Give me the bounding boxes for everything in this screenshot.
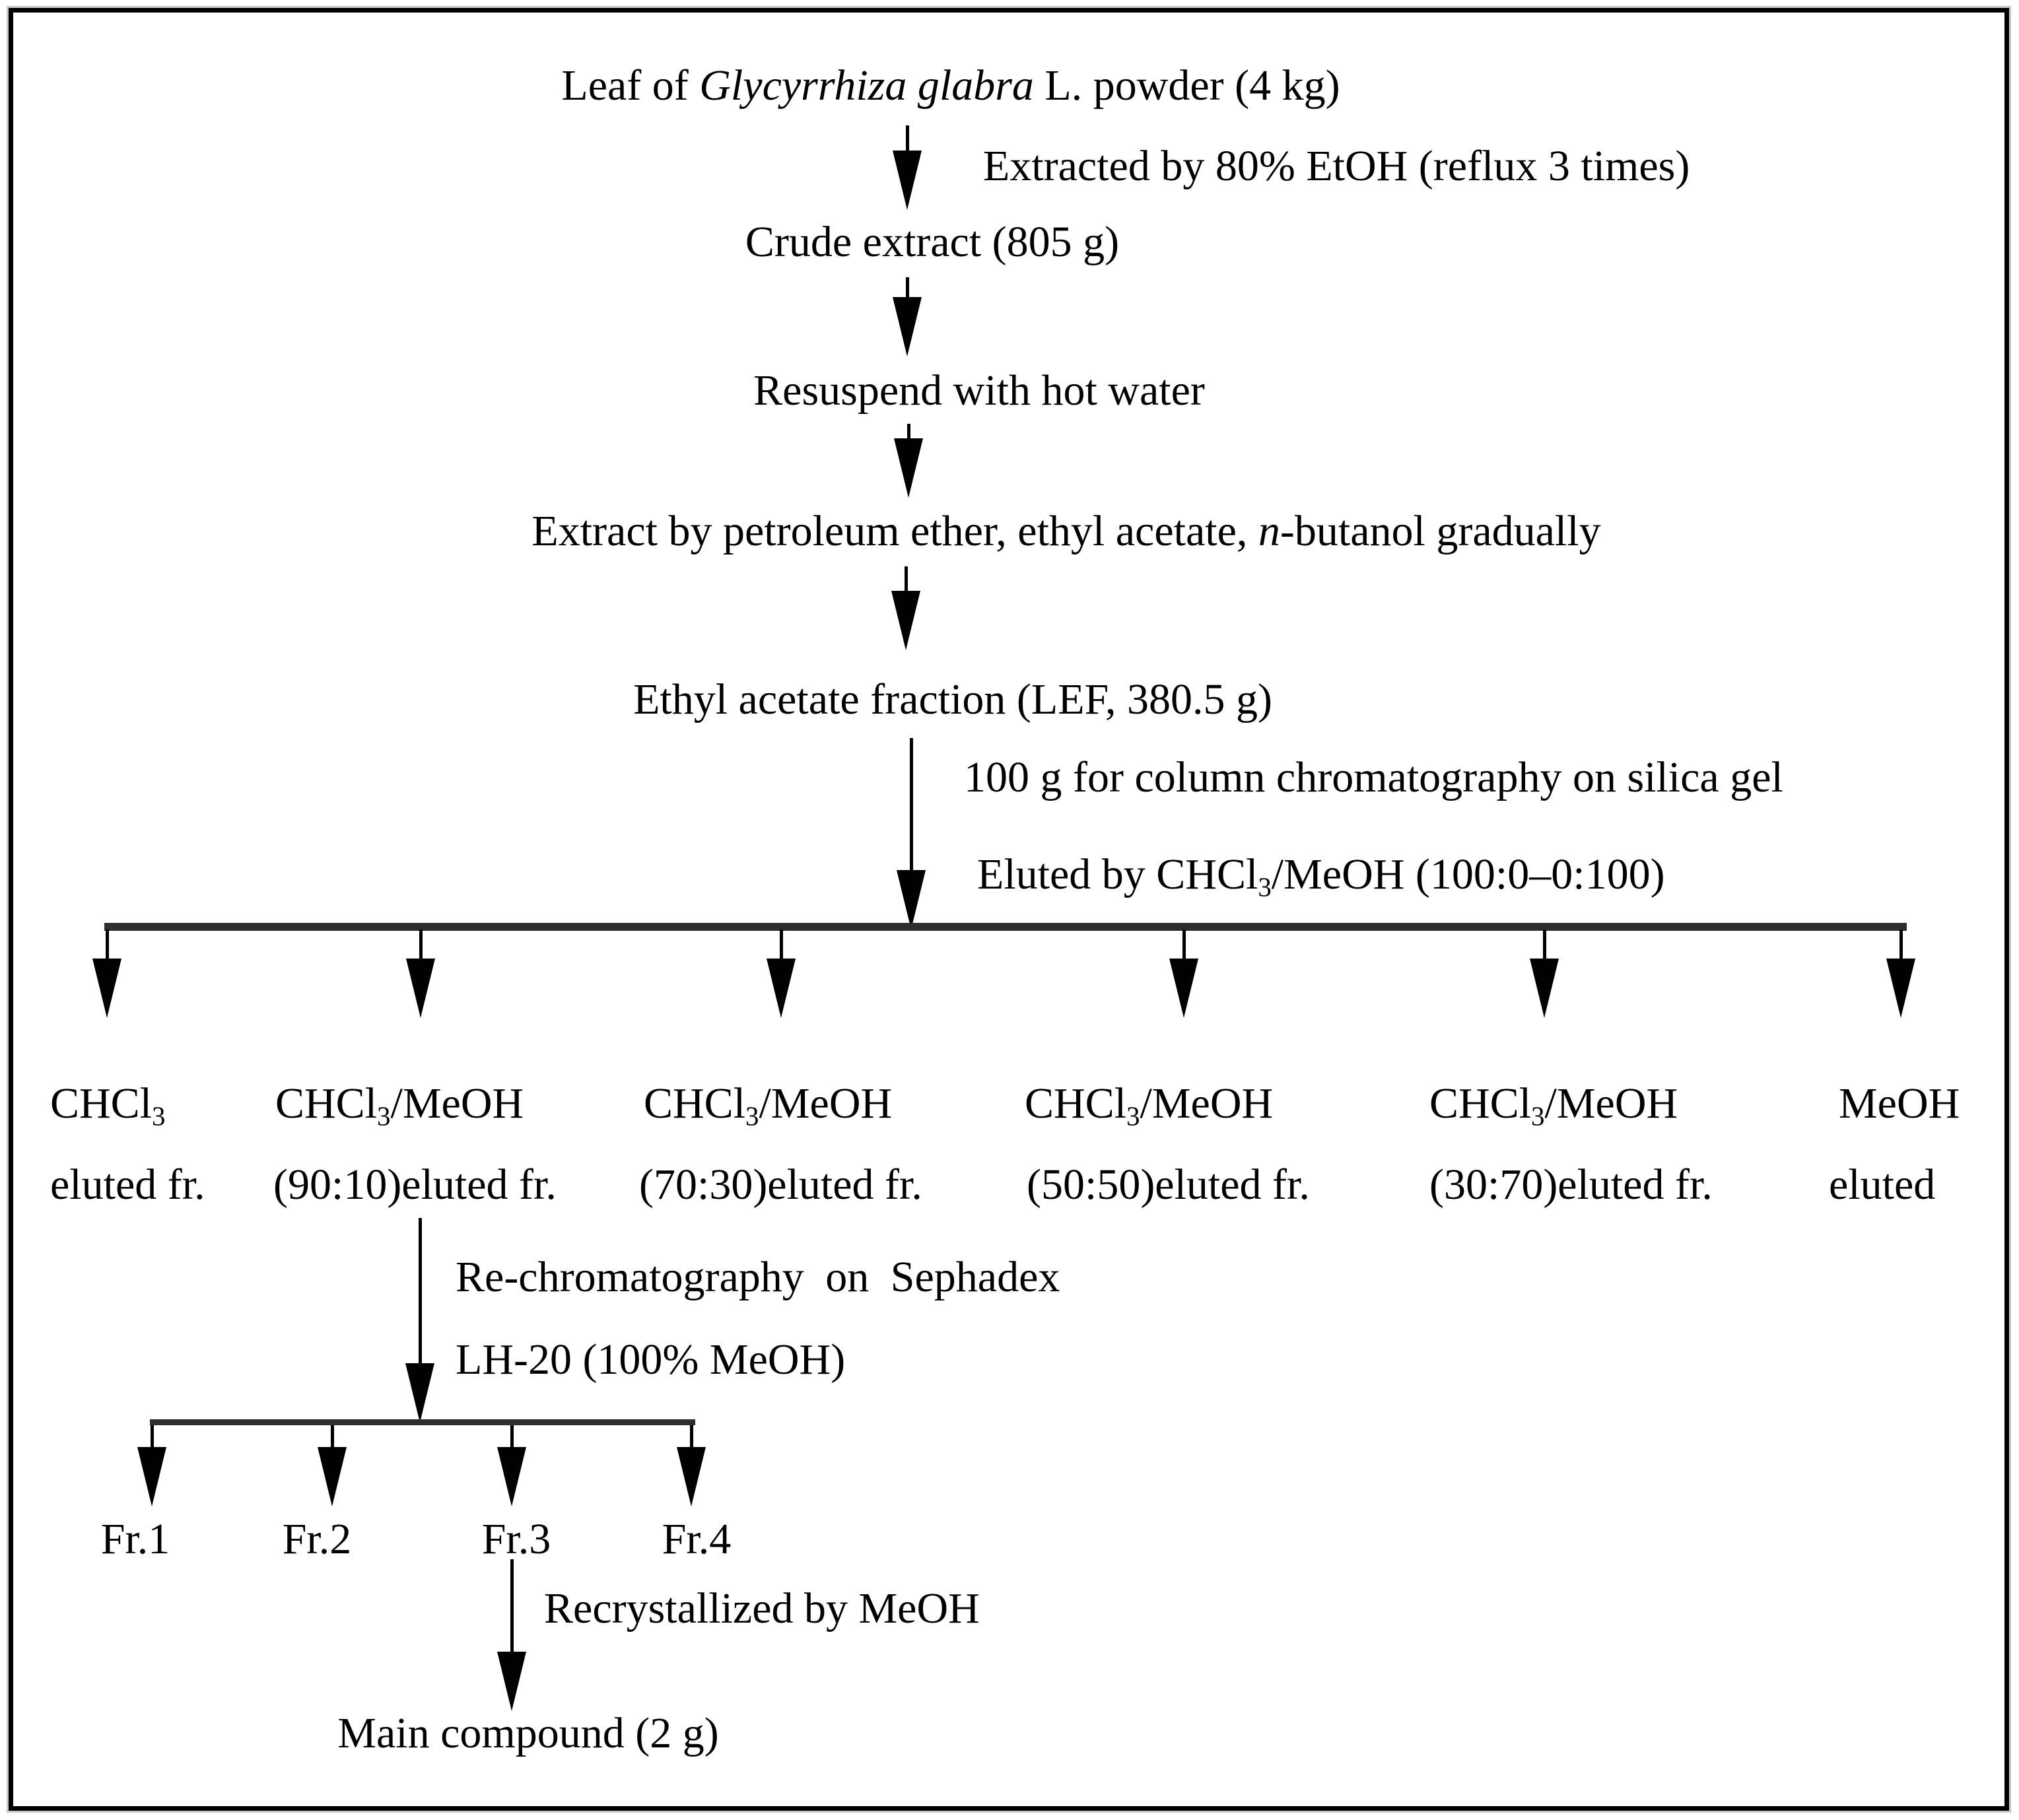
fraction-4-solvent-pre: CHCl [1025, 1079, 1127, 1128]
fraction-6-solvent: MeOH [1839, 1082, 1960, 1130]
arrow-shaft [1543, 929, 1546, 964]
branch-line-1 [104, 923, 1907, 931]
flow-title-species: Glycyrrhiza glabra [699, 61, 1034, 110]
fraction-6-solvent-pre: MeOH [1839, 1079, 1960, 1128]
fraction-2-solvent-sub: 3 [377, 1101, 391, 1131]
fraction-5-solvent-sub: 3 [1531, 1101, 1545, 1131]
arrow-shaft [780, 929, 783, 964]
fraction-5-solvent: CHCl3/MeOH [1429, 1082, 1678, 1130]
fraction-3-solvent-pre: CHCl [644, 1079, 746, 1128]
arrow-head-icon [897, 870, 926, 929]
fraction-3-solvent-post: /MeOH [759, 1079, 893, 1128]
arrow-shaft [510, 1559, 514, 1657]
label-fr-4: Fr.4 [662, 1515, 732, 1563]
arrow-head-icon [893, 151, 922, 210]
fraction-5-desc: (30:70)eluted fr. [1429, 1161, 1713, 1209]
arrow-head-icon [893, 297, 922, 356]
branch-line-2 [150, 1419, 695, 1425]
figure-border [9, 8, 2009, 1811]
arrow-head-icon [767, 959, 796, 1018]
arrow-shaft [419, 1218, 422, 1368]
arrow-head-icon [891, 591, 920, 650]
arrow-shaft [331, 1425, 334, 1452]
fraction-5-solvent-pre: CHCl [1429, 1079, 1532, 1128]
arrow-head-icon [1886, 959, 1915, 1018]
arrow-shaft [906, 277, 909, 302]
node-main-compound: Main compound (2 g) [337, 1709, 719, 1757]
fraction-4-solvent-sub: 3 [1126, 1101, 1140, 1131]
solvent-extraction-n: n [1258, 507, 1280, 555]
label-fr-1: Fr.1 [100, 1515, 170, 1563]
node-solvent-extraction: Extract by petroleum ether, ethyl acetat… [531, 510, 1600, 553]
fraction-1-solvent-pre: CHCl [50, 1079, 153, 1128]
fraction-3-solvent-sub: 3 [745, 1101, 759, 1131]
node-resuspend: Resuspend with hot water [753, 366, 1205, 415]
arrow-head-icon [406, 959, 435, 1018]
eluted-by-subscript: 3 [1258, 872, 1272, 902]
arrow-shaft [907, 424, 910, 444]
arrow-head-icon [318, 1447, 347, 1506]
label-recrystallized: Recrystallized by MeOH [544, 1584, 980, 1633]
label-eluted-by: Eluted by CHCl3/MeOH (100:0–0:100) [977, 853, 1665, 901]
arrow-shaft [151, 1425, 154, 1452]
fraction-4-solvent: CHCl3/MeOH [1025, 1082, 1273, 1130]
arrow-shaft [510, 1425, 514, 1452]
label-extracted-by-etoh: Extracted by 80% EtOH (reflux 3 times) [983, 142, 1690, 190]
arrow-shaft [419, 929, 423, 964]
arrow-shaft [1182, 929, 1186, 964]
fraction-2-solvent-post: /MeOH [390, 1079, 524, 1128]
fraction-4-solvent-post: /MeOH [1140, 1079, 1274, 1128]
flow-title: Leaf of Glycyrrhiza glabra L. powder (4 … [561, 64, 1340, 108]
arrow-shaft [690, 1425, 693, 1452]
arrow-shaft [905, 566, 908, 596]
fraction-1-desc: eluted fr. [50, 1161, 205, 1209]
label-fr-3: Fr.3 [481, 1515, 551, 1563]
fraction-3-desc: (70:30)eluted fr. [639, 1161, 922, 1209]
fraction-2-solvent-pre: CHCl [275, 1079, 378, 1128]
fraction-2-solvent: CHCl3/MeOH [275, 1082, 524, 1130]
fraction-5-solvent-post: /MeOH [1544, 1079, 1678, 1128]
fraction-1-solvent: CHCl3 [50, 1082, 166, 1130]
node-ethyl-acetate-fraction: Ethyl acetate fraction (LEF, 380.5 g) [633, 675, 1272, 724]
arrow-shaft [1899, 929, 1903, 964]
arrow-head-icon [405, 1363, 434, 1423]
arrow-shaft [106, 929, 109, 964]
fraction-3-solvent: CHCl3/MeOH [644, 1082, 892, 1130]
arrow-shaft [910, 738, 913, 875]
fraction-1-solvent-sub: 3 [152, 1101, 166, 1131]
label-fr-2: Fr.2 [282, 1515, 352, 1563]
arrow-head-icon [894, 438, 923, 498]
fraction-2-desc: (90:10)eluted fr. [273, 1161, 557, 1209]
flow-title-pre: Leaf of [561, 61, 700, 110]
eluted-by-post: /MeOH (100:0–0:100) [1271, 850, 1665, 898]
arrow-head-icon [1169, 959, 1198, 1018]
arrow-head-icon [497, 1652, 526, 1711]
arrow-shaft [906, 125, 909, 156]
eluted-by-pre: Eluted by CHCl [977, 850, 1258, 898]
flow-title-post: L. powder (4 kg) [1033, 61, 1340, 110]
node-crude-extract: Crude extract (805 g) [745, 218, 1120, 266]
solvent-extraction-pre: Extract by petroleum ether, ethyl acetat… [531, 507, 1258, 555]
label-column-chromatography: 100 g for column chromatography on silic… [964, 753, 1783, 801]
arrow-head-icon [1530, 959, 1559, 1018]
arrow-head-icon [92, 959, 121, 1018]
solvent-extraction-post: -butanol gradually [1280, 507, 1601, 555]
arrow-head-icon [497, 1447, 526, 1506]
label-rechromatography-line2: LH-20 (100% MeOH) [456, 1335, 846, 1384]
fraction-6-desc: eluted [1829, 1161, 1936, 1209]
arrow-head-icon [677, 1447, 706, 1506]
arrow-head-icon [137, 1447, 166, 1506]
fraction-4-desc: (50:50)eluted fr. [1027, 1161, 1310, 1209]
label-rechromatography-line1: Re-chromatography on Sephadex [456, 1253, 1060, 1301]
